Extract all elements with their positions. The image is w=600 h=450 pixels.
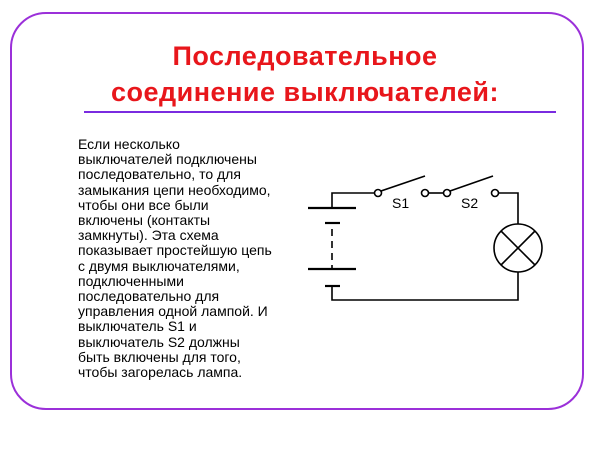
slide-title: Последовательное соединение выключателей… (40, 38, 570, 110)
switch-s2-contact-a (442, 188, 452, 198)
body-line: чтобы загорелась лампа. (78, 364, 243, 381)
body-line: с двумя выключателями, (78, 257, 240, 274)
body-line: замыкания цепи необходимо, (78, 181, 271, 198)
body-line: последовательно, то для (78, 166, 241, 183)
body-line: Если несколько (78, 136, 180, 152)
body-line: выключатель S1 и (78, 318, 197, 335)
body-line: замкнуты). Эта схема (78, 227, 219, 244)
body-line: включены (контакты (78, 212, 211, 229)
slide-frame (10, 12, 584, 410)
wire-left-top (331, 192, 375, 208)
body-line: последовательно для (78, 288, 220, 305)
switch-s1-contact-b (420, 188, 430, 198)
body-line: подключенными (78, 272, 184, 289)
body-line: показывает простейшую цепь (78, 242, 272, 259)
switch-s1-blade (380, 175, 426, 192)
wire-right-top (498, 192, 519, 224)
switch-s1-contact-a (373, 188, 383, 198)
switch-s1-label: S1 (392, 195, 409, 211)
switch-s2-blade (449, 175, 494, 192)
switch-s2-label: S2 (461, 195, 478, 211)
wire-bottom (331, 272, 519, 301)
title-line-1: Последовательное (172, 41, 438, 71)
title-line-2: соединение выключателей: (110, 77, 500, 107)
lamp-icon (493, 223, 543, 273)
body-line: управления одной лампой. И (78, 303, 268, 320)
body-line: быть включены для того, (78, 348, 241, 365)
body-line: выключателей подключены (78, 151, 257, 168)
title-underline (84, 111, 556, 113)
switch-s2-contact-b (490, 188, 500, 198)
body-line: выключатель S2 должны (78, 333, 240, 350)
body-line: чтобы они все были (78, 196, 209, 213)
